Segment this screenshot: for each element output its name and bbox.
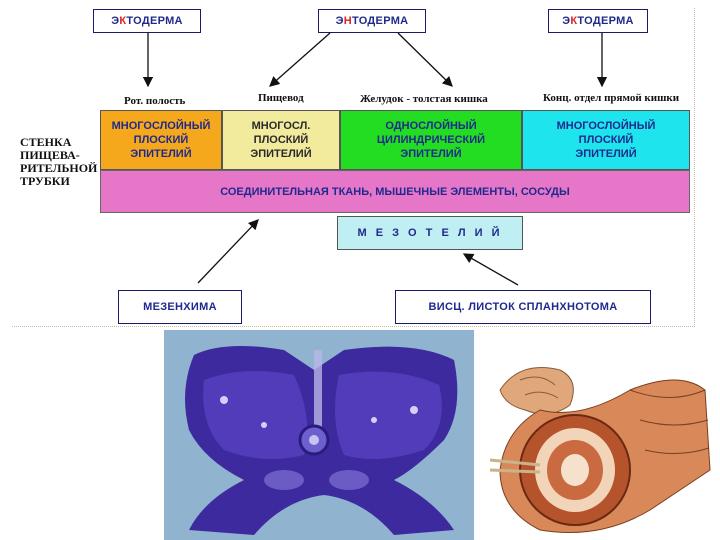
arrow-endoderm-stomach bbox=[398, 33, 452, 86]
intestine-wall-illustration bbox=[480, 350, 716, 540]
arrow-splanchnotome bbox=[464, 254, 518, 285]
arrow-mesenchyme bbox=[198, 220, 258, 283]
arrow-endoderm-esophagus bbox=[270, 33, 330, 86]
histology-section-image bbox=[164, 330, 474, 540]
